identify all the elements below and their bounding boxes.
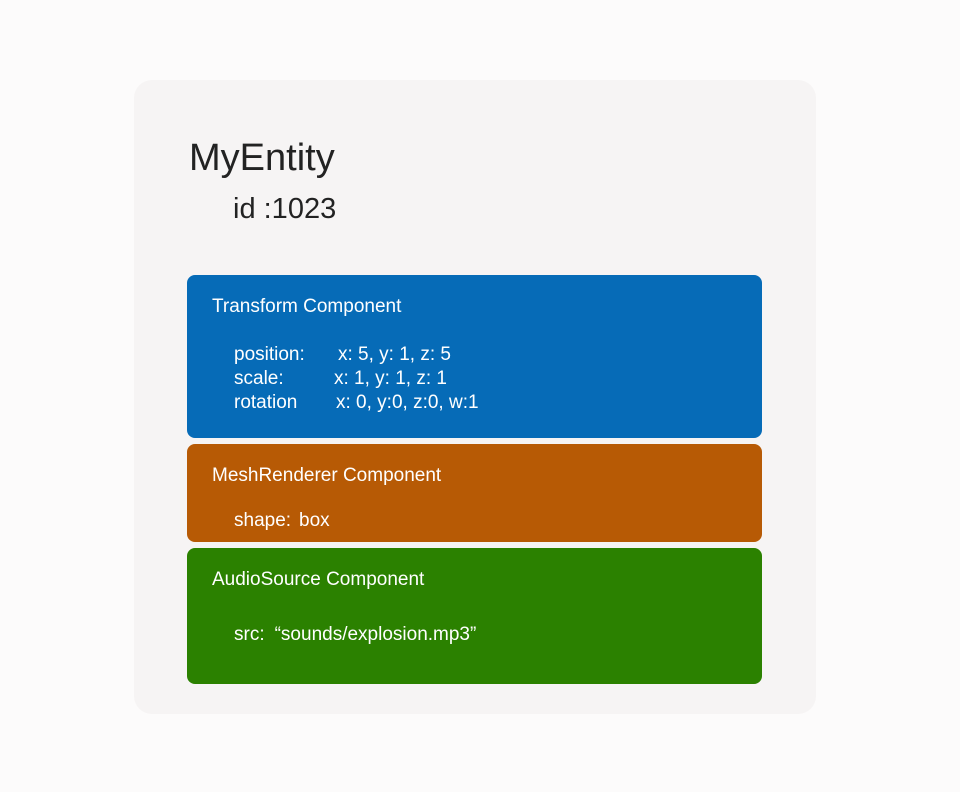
mesh-renderer-component: MeshRenderer Component shape: box <box>187 444 762 542</box>
transform-props: position: x: 5, y: 1, z: 5 scale: x: 1, … <box>234 343 479 415</box>
audio-source-component-title: AudioSource Component <box>212 569 425 590</box>
entity-id: id :1023 <box>233 193 337 225</box>
audio-source-prop-src: src: “sounds/explosion.mp3” <box>234 623 476 647</box>
audio-source-component: AudioSource Component src: “sounds/explo… <box>187 548 762 684</box>
mesh-renderer-props: shape: box <box>234 509 330 533</box>
prop-key: shape: <box>234 510 292 531</box>
transform-component-title: Transform Component <box>212 296 402 317</box>
entity-card: MyEntity id :1023 Transform Component po… <box>134 80 816 714</box>
prop-key: scale: <box>234 368 284 389</box>
prop-key: rotation <box>234 392 298 413</box>
prop-key: src: <box>234 624 265 645</box>
prop-value: x: 1, y: 1, z: 1 <box>334 368 447 389</box>
prop-value: x: 0, y:0, z:0, w:1 <box>336 392 479 413</box>
transform-prop-position: position: x: 5, y: 1, z: 5 <box>234 343 479 367</box>
prop-value: “sounds/explosion.mp3” <box>274 624 477 645</box>
transform-prop-rotation: rotation x: 0, y:0, z:0, w:1 <box>234 391 479 415</box>
prop-value: x: 5, y: 1, z: 5 <box>338 344 451 365</box>
audio-source-props: src: “sounds/explosion.mp3” <box>234 623 476 647</box>
transform-component: Transform Component position: x: 5, y: 1… <box>187 275 762 438</box>
transform-prop-scale: scale: x: 1, y: 1, z: 1 <box>234 367 479 391</box>
entity-name: MyEntity <box>189 137 335 179</box>
mesh-renderer-component-title: MeshRenderer Component <box>212 465 442 486</box>
prop-value: box <box>299 510 330 531</box>
mesh-renderer-prop-shape: shape: box <box>234 509 330 533</box>
prop-key: position: <box>234 344 305 365</box>
